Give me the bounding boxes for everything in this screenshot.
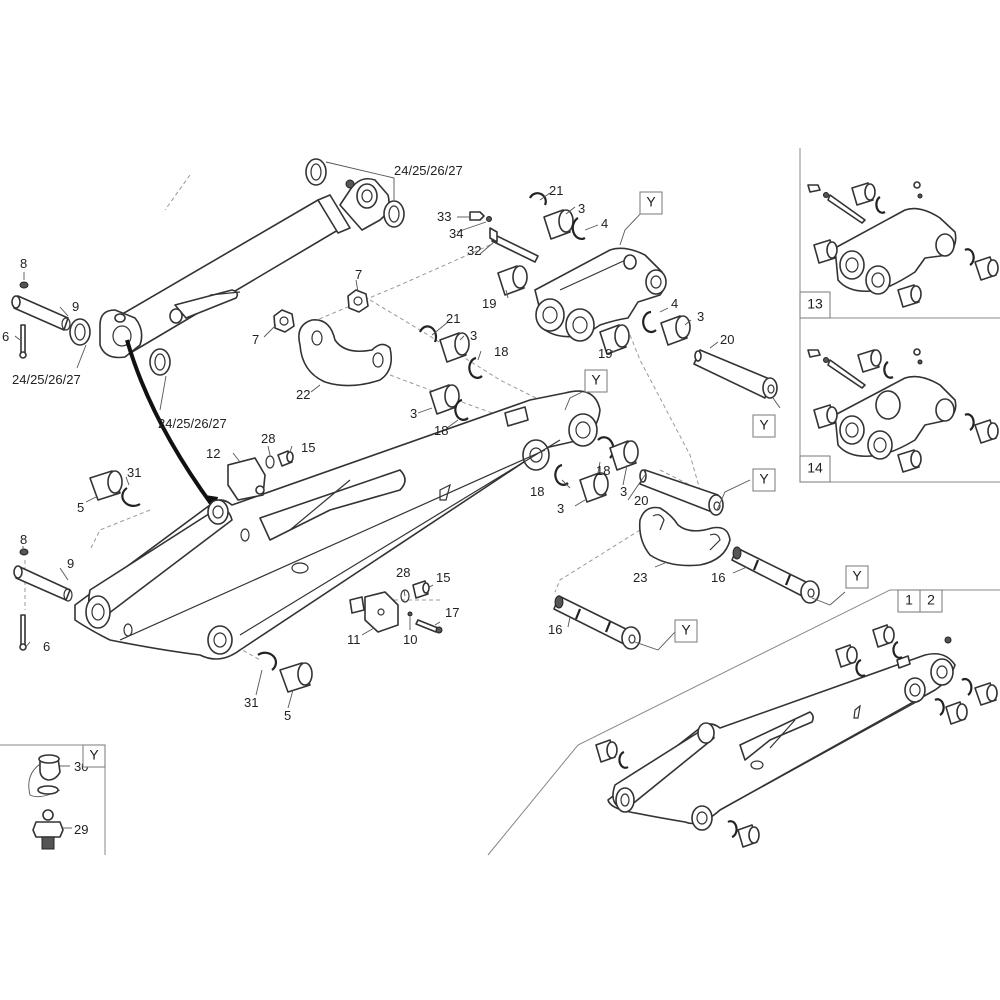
- y-tag: Y: [752, 414, 776, 438]
- callout-28: 28: [261, 431, 275, 446]
- bushings-5-31: [89, 470, 313, 693]
- y-tag: Y: [752, 468, 776, 492]
- svg-text:Y: Y: [591, 372, 601, 388]
- callout-32: 32: [467, 243, 481, 258]
- callout-7: 7: [252, 332, 259, 347]
- callout-31: 31: [127, 465, 141, 480]
- callout-16: 16: [548, 622, 562, 637]
- callout-16: 16: [711, 570, 725, 585]
- callout-4: 4: [671, 296, 678, 311]
- bushings-middle: [418, 325, 483, 421]
- callout-34: 34: [449, 226, 463, 241]
- variant-label-14: 14: [807, 460, 823, 476]
- callout-29: 29: [74, 822, 88, 837]
- variant-panel-1-2: 1 2: [487, 589, 1000, 856]
- callout-19: 19: [482, 296, 496, 311]
- bushings-boom-end: [554, 436, 639, 503]
- callout-28: 28: [396, 565, 410, 580]
- leader-lines: [14, 161, 846, 829]
- callout-9: 9: [67, 556, 74, 571]
- callout-9: 9: [72, 299, 79, 314]
- grease-cap-30: [37, 754, 61, 795]
- y-tag: Y: [584, 369, 608, 393]
- lever-variant-13: [807, 181, 999, 308]
- detail-y-label: Y: [89, 747, 99, 763]
- callouts: 24/25/26/27 24/25/26/27 24/25/26/27 8 9 …: [2, 163, 734, 837]
- callout-18: 18: [596, 463, 610, 478]
- callout-3: 3: [697, 309, 704, 324]
- grease-nipple-29: [32, 809, 64, 850]
- callout-24-25-26-27: 24/25/26/27: [12, 372, 81, 387]
- callout-11: 11: [347, 632, 361, 647]
- callout-5: 5: [284, 708, 291, 723]
- lever-assembly: [534, 247, 667, 342]
- callout-6: 6: [2, 329, 9, 344]
- callout-8: 8: [20, 256, 27, 271]
- callout-15: 15: [301, 440, 315, 455]
- y-tag: Y: [639, 191, 663, 215]
- washer-set-24-27: [69, 158, 405, 376]
- svg-text:Y: Y: [681, 622, 691, 638]
- callout-3: 3: [470, 328, 477, 343]
- pin-16-left: [553, 595, 641, 650]
- callout-20: 20: [634, 493, 648, 508]
- callout-21: 21: [446, 311, 460, 326]
- lower-pin-assembly: [13, 548, 73, 651]
- callout-3: 3: [410, 406, 417, 421]
- boom-variant-1-2: [595, 624, 998, 848]
- callout-31: 31: [244, 695, 258, 710]
- link-23: [638, 506, 731, 567]
- main-boom: [74, 390, 601, 660]
- callout-7: 7: [355, 267, 362, 282]
- svg-text:Y: Y: [852, 568, 862, 584]
- y-tag: Y: [845, 565, 869, 589]
- callout-3: 3: [620, 484, 627, 499]
- callout-23: 23: [633, 570, 647, 585]
- callout-19: 19: [598, 346, 612, 361]
- callout-20: 20: [720, 332, 734, 347]
- callout-3: 3: [557, 501, 564, 516]
- callout-4: 4: [601, 216, 608, 231]
- pin-20-upper: [693, 349, 778, 399]
- callout-33: 33: [437, 209, 451, 224]
- callout-17: 17: [445, 605, 459, 620]
- callout-6: 6: [43, 639, 50, 654]
- bushings-lever: [497, 192, 691, 355]
- svg-text:Y: Y: [759, 471, 769, 487]
- callout-8: 8: [20, 532, 27, 547]
- pin-32-assembly: [469, 211, 539, 263]
- link-22: [298, 319, 393, 387]
- svg-text:Y: Y: [646, 194, 656, 210]
- pin-16-right: [731, 546, 820, 604]
- callout-10: 10: [403, 632, 417, 647]
- callout-15: 15: [436, 570, 450, 585]
- assembly-arrow: [125, 339, 214, 507]
- variant-label-2: 2: [927, 592, 935, 608]
- pin-20-lower: [639, 469, 724, 516]
- svg-text:Y: Y: [759, 417, 769, 433]
- nuts-7: [273, 289, 369, 333]
- callout-12: 12: [206, 446, 220, 461]
- callout-24-25-26-27: 24/25/26/27: [158, 416, 227, 431]
- callout-18: 18: [530, 484, 544, 499]
- callout-22: 22: [296, 387, 310, 402]
- variant-label-1: 1: [905, 592, 913, 608]
- callout-5: 5: [77, 500, 84, 515]
- variant-label-13: 13: [807, 296, 823, 312]
- callout-24-25-26-27: 24/25/26/27: [394, 163, 463, 178]
- lever-variant-14: [807, 348, 999, 473]
- callout-18: 18: [434, 423, 448, 438]
- hydraulic-cylinder: [99, 177, 390, 359]
- upper-pin-assembly: [11, 281, 71, 359]
- valve-block-11: [349, 580, 443, 634]
- y-tag: Y: [674, 619, 698, 643]
- callout-18: 18: [494, 344, 508, 359]
- callout-21: 21: [549, 183, 563, 198]
- callout-3: 3: [578, 201, 585, 216]
- y-reference-tags: Y Y Y Y Y Y: [584, 191, 869, 643]
- variant-panel-13-14: 13 14: [799, 148, 1000, 483]
- detail-y-panel: Y: [0, 744, 106, 855]
